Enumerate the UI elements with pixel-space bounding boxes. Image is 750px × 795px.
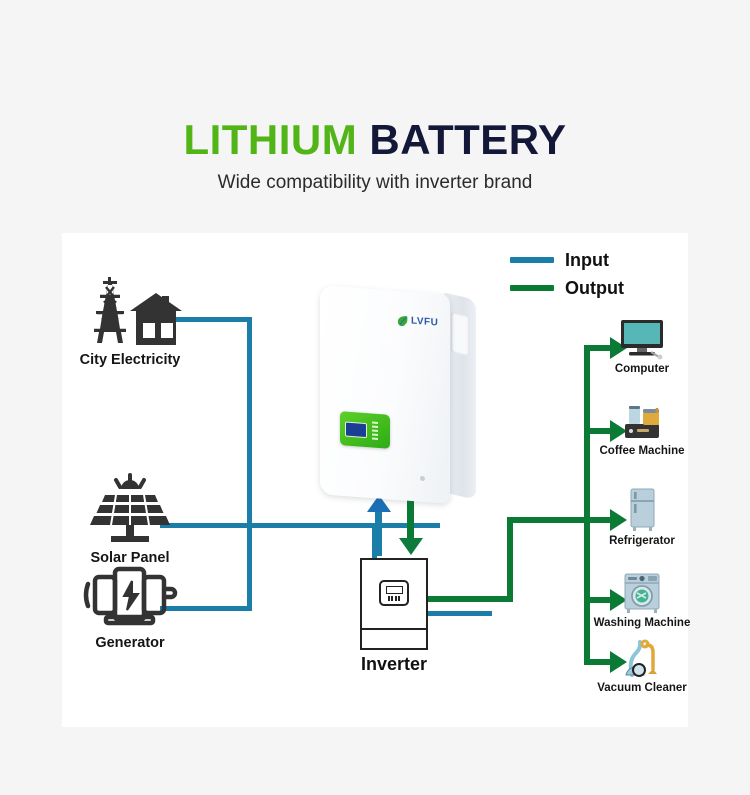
legend-label-input: Input (565, 249, 609, 270)
wire-output-bus-vertical (584, 345, 590, 665)
source-label-solar-panel: Solar Panel (90, 550, 170, 566)
wire-city-vertical (247, 317, 252, 611)
lithium-battery-unit[interactable]: LVFU (320, 285, 480, 505)
legend-label-output: Output (565, 277, 624, 298)
battery-brand-text: LVFU (411, 315, 439, 329)
washing-machine-icon (582, 568, 702, 614)
load-node-coffee-machine[interactable]: Coffee Machine (582, 396, 702, 457)
title-dark-part: BATTERY (357, 116, 567, 163)
source-node-generator[interactable]: Generator (76, 558, 184, 651)
wire-branch-coffee (584, 428, 612, 434)
wire-generator-horizontal (160, 606, 252, 611)
wire-city-horizontal (160, 317, 252, 322)
diagram-card: Input Output (62, 233, 690, 727)
battery-vent (451, 312, 468, 356)
arrow-charge-up-icon (367, 495, 391, 512)
wire-branch-vacuum (584, 659, 612, 665)
inverter-divider (362, 628, 426, 630)
source-node-city-electricity[interactable]: City Electricity (70, 275, 190, 368)
load-node-vacuum-cleaner[interactable]: Vacuum Cleaner (582, 633, 702, 694)
pylon-house-icon (70, 275, 190, 347)
arrow-discharge-down-icon (399, 538, 423, 555)
wire-input-bus-to-inverter (372, 611, 492, 616)
battery-lcd-screen (345, 421, 367, 438)
page-header: LITHIUM BATTERY Wide compatibility with … (0, 116, 750, 194)
arrow-refrigerator-icon (610, 509, 627, 531)
battery-brand-logo: LVFU (396, 313, 438, 329)
monitor-icon (582, 314, 702, 360)
load-label-washing-machine: Washing Machine (593, 617, 691, 629)
output-line-swatch-icon (510, 285, 554, 291)
wire-inverter-out-vertical (507, 517, 513, 602)
load-label-refrigerator: Refrigerator (609, 535, 675, 547)
battery-control-panel[interactable] (340, 411, 390, 449)
load-label-vacuum-cleaner: Vacuum Cleaner (597, 682, 687, 694)
battery-led-indicators (372, 421, 378, 440)
wire-solar-horizontal (160, 523, 440, 528)
legend-item-input: Input (510, 246, 624, 274)
load-label-computer: Computer (614, 363, 670, 375)
solar-panel-icon (76, 473, 184, 545)
generator-icon (76, 558, 184, 630)
load-label-coffee-machine: Coffee Machine (599, 445, 685, 457)
wire-out-to-bus (507, 517, 592, 523)
inverter-unit[interactable]: Inverter (360, 558, 428, 675)
arrow-washing-icon (610, 589, 627, 611)
wire-inverter-to-battery (375, 511, 382, 556)
title-green-part: LITHIUM (183, 116, 358, 163)
inverter-display-icon (379, 580, 409, 606)
page-subtitle: Wide compatibility with inverter brand (217, 172, 533, 194)
legend: Input Output (510, 246, 624, 302)
source-label-generator: Generator (95, 635, 165, 651)
refrigerator-icon (582, 486, 702, 532)
load-node-computer[interactable]: Computer (582, 314, 702, 375)
battery-screw (420, 475, 425, 482)
legend-item-output: Output (510, 274, 624, 302)
load-node-washing-machine[interactable]: Washing Machine (582, 568, 702, 629)
coffee-machine-icon (582, 396, 702, 442)
load-node-refrigerator[interactable]: Refrigerator (582, 486, 702, 547)
inverter-body (360, 558, 428, 650)
input-line-swatch-icon (510, 257, 554, 263)
wire-inverter-out-horizontal (428, 596, 513, 602)
vacuum-cleaner-icon (582, 633, 702, 679)
wire-branch-refrigerator (584, 517, 612, 523)
inverter-label: Inverter (360, 654, 428, 674)
source-label-city-electricity: City Electricity (79, 352, 181, 368)
wire-battery-to-inverter (407, 495, 414, 540)
arrow-coffee-icon (610, 420, 627, 442)
arrow-vacuum-icon (610, 651, 627, 673)
page-title: LITHIUM BATTERY (0, 116, 750, 163)
wire-branch-washing (584, 597, 612, 603)
leaf-icon (397, 316, 408, 327)
wire-branch-computer (584, 345, 612, 351)
source-node-solar-panel[interactable]: Solar Panel (76, 473, 184, 566)
